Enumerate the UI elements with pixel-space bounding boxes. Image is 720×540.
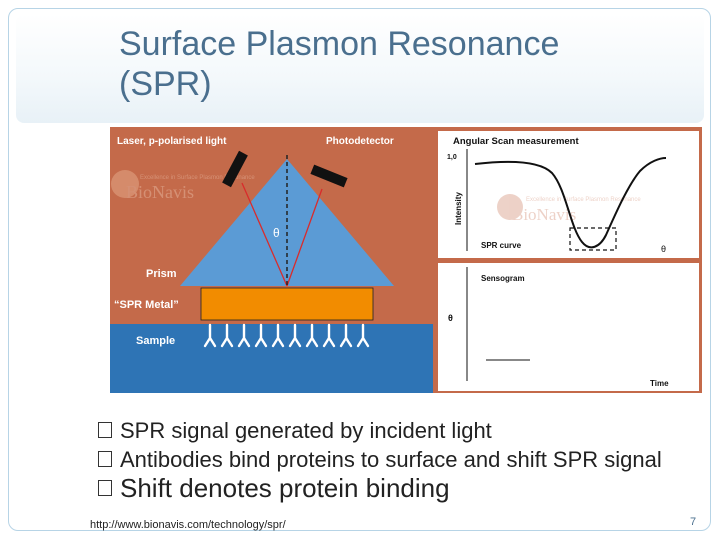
bullet-text: Antibodies bind proteins to surface and … — [120, 447, 662, 472]
antibody-icon — [356, 323, 370, 348]
watermark-tagline-right: Excellence in Surface Plasmon Resonance — [526, 197, 641, 203]
title-band — [16, 14, 704, 123]
spr-metal-label: “SPR Metal” — [114, 299, 179, 311]
watermark-brand-right: BioNavis — [512, 205, 576, 224]
spr-figure: Excellence in Surface Plasmon Resonance … — [110, 127, 702, 393]
slide-frame — [8, 8, 711, 531]
antibody-icon — [322, 323, 336, 348]
title-line-1: Surface Plasmon Resonance — [119, 25, 560, 63]
antibody-icon — [220, 323, 234, 348]
bullet-box-icon — [98, 451, 112, 467]
antibody-icon — [271, 323, 285, 348]
sensogram-x-label: Time — [650, 379, 669, 388]
antibody-icon — [339, 323, 353, 348]
bullet-text: SPR signal generated by incident light — [120, 418, 492, 443]
spr-metal-layer — [200, 287, 374, 321]
bullet-box-icon — [98, 422, 112, 438]
reflected-beam — [286, 188, 323, 287]
laser-icon — [222, 150, 248, 188]
angular-scan-x-label: θ — [661, 244, 666, 254]
spr-curve-label: SPR curve — [481, 241, 522, 250]
intensity-axis-label: Intensity — [454, 192, 463, 225]
bullet-item: Antibodies bind proteins to surface and … — [98, 445, 688, 474]
slide-title: Surface Plasmon Resonance (SPR) — [119, 24, 679, 104]
bullet-list: SPR signal generated by incident light A… — [98, 416, 688, 503]
bullet-item: SPR signal generated by incident light — [98, 416, 688, 445]
antibody-icon — [254, 323, 268, 348]
antibody-icon — [237, 323, 251, 348]
bionavis-watermark-left: Excellence in Surface Plasmon Resonance … — [111, 170, 255, 202]
sensogram-y-label: θ — [448, 313, 453, 323]
sensogram-panel — [438, 263, 699, 391]
source-link[interactable]: http://www.bionavis.com/technology/spr/ — [90, 519, 286, 531]
angular-scan-y-tick: 1,0 — [447, 154, 457, 161]
photodetector-icon — [310, 164, 348, 188]
bionavis-logo-icon — [497, 194, 523, 220]
sample-layer — [110, 324, 433, 393]
angular-scan-title: Angular Scan measurement — [453, 136, 579, 147]
sample-label: Sample — [136, 335, 175, 347]
antibody-row — [203, 323, 370, 348]
bionavis-logo-icon — [111, 170, 139, 198]
angular-scan-panel — [438, 131, 699, 258]
watermark-brand-left: BioNavis — [126, 182, 194, 202]
bionavis-watermark-right: Excellence in Surface Plasmon Resonance … — [497, 194, 641, 224]
bullet-box-icon — [98, 480, 112, 496]
antibody-icon — [203, 323, 217, 348]
photodetector-label: Photodetector — [326, 136, 394, 147]
theta-symbol: θ — [273, 226, 280, 240]
page-number: 7 — [690, 516, 697, 528]
watermark-tagline-left: Excellence in Surface Plasmon Resonance — [140, 175, 255, 181]
antibody-icon — [305, 323, 319, 348]
prism-label: Prism — [146, 268, 177, 280]
antibody-icon — [288, 323, 302, 348]
prism-shape — [180, 159, 394, 286]
spr-dip-highlight — [569, 227, 617, 251]
incident-beam — [241, 182, 288, 287]
spr-curve — [474, 157, 667, 249]
title-line-2: (SPR) — [119, 65, 212, 103]
sensogram-title: Sensogram — [481, 274, 525, 283]
bullet-text: Shift denotes protein binding — [120, 473, 450, 503]
bullet-item: Shift denotes protein binding — [98, 474, 688, 503]
laser-label: Laser, p-polarised light — [117, 136, 227, 147]
